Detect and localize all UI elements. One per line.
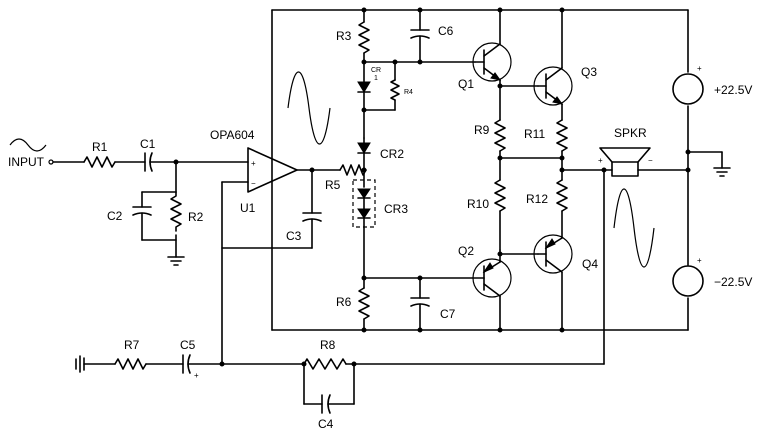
resistor-r2 (170, 191, 182, 232)
resistor-r6 (358, 287, 370, 320)
r1-label: R1 (92, 140, 108, 154)
svg-text:+: + (251, 159, 256, 168)
feedback-network: R7 C5 + R8 C4 (75, 169, 605, 431)
c5-label: C5 (180, 338, 196, 352)
resistor-r4 (390, 79, 400, 101)
c4-label: C4 (318, 417, 334, 431)
r8-label: R8 (320, 338, 336, 352)
bias-chain: R3 CR 1 R4 CR2 (336, 7, 485, 333)
cr3-label: CR3 (384, 202, 408, 216)
output-sine-icon (613, 188, 655, 268)
supply-negative: + (672, 256, 704, 297)
transistor-q1 (472, 9, 512, 121)
r5-label: R5 (325, 178, 341, 192)
ground-icon-left (75, 355, 85, 373)
transistor-q2 (472, 249, 512, 331)
q4-label: Q4 (582, 257, 598, 271)
r7-label: R7 (124, 338, 140, 352)
r11-label: R11 (524, 127, 545, 141)
r10-label: R10 (467, 197, 489, 211)
resistor-r11 (556, 119, 568, 152)
c6-label: C6 (438, 24, 454, 38)
svg-text:+: + (697, 256, 702, 265)
resistor-r7 (114, 358, 147, 370)
spkr-plus: + (598, 156, 603, 165)
resistor-r9 (494, 119, 506, 152)
q2-label: Q2 (458, 244, 474, 258)
speaker-icon (599, 147, 651, 177)
resistor-r12 (556, 179, 568, 212)
input-sine-icon (9, 138, 47, 152)
ground-icon (167, 256, 185, 266)
q1-label: Q1 (458, 77, 474, 91)
diode-cr1 (357, 81, 371, 93)
transistor-q4 (497, 234, 573, 331)
c7-label: C7 (440, 307, 456, 321)
supply-positive: + (672, 64, 704, 105)
input-label: INPUT (8, 155, 45, 169)
svg-text:+: + (697, 64, 702, 73)
diode-cr3 (357, 188, 371, 219)
resistor-r1 (83, 156, 116, 168)
resistor-r3 (358, 21, 370, 54)
q3-label: Q3 (581, 65, 597, 79)
power-rails (271, 9, 689, 331)
r2-label: R2 (188, 210, 204, 224)
c1-label: C1 (140, 137, 156, 151)
r12-label: R12 (526, 192, 548, 206)
r6-label: R6 (336, 295, 352, 309)
c3-label: C3 (286, 229, 302, 243)
c5-plus: + (194, 371, 199, 380)
cr1-label-num: 1 (374, 75, 378, 82)
u1-label: U1 (240, 201, 256, 215)
vneg-label: −22.5V (714, 275, 752, 289)
resistor-r8 (303, 358, 347, 370)
c2-label: C2 (107, 209, 123, 223)
cr1-label: CR (371, 67, 381, 74)
waveform-sine-icon (287, 71, 331, 145)
diode-cr2 (357, 142, 371, 154)
transistor-q3 (533, 9, 573, 121)
vpos-label: +22.5V (714, 83, 752, 97)
cr2-label: CR2 (380, 147, 404, 161)
svg-text:−: − (251, 179, 256, 188)
opamp-label: OPA604 (210, 128, 255, 142)
r9-label: R9 (474, 123, 490, 137)
resistor-r10 (494, 179, 506, 212)
resistor-r5 (339, 164, 367, 176)
ground-icon-right (713, 167, 731, 177)
spkr-minus: − (648, 156, 653, 165)
r3-label: R3 (336, 29, 352, 43)
spkr-label: SPKR (614, 126, 647, 140)
opamp-u1: + − (221, 147, 341, 365)
input-section: INPUT R1 C1 C2 R2 (8, 137, 249, 266)
r4-label: R4 (404, 89, 413, 96)
